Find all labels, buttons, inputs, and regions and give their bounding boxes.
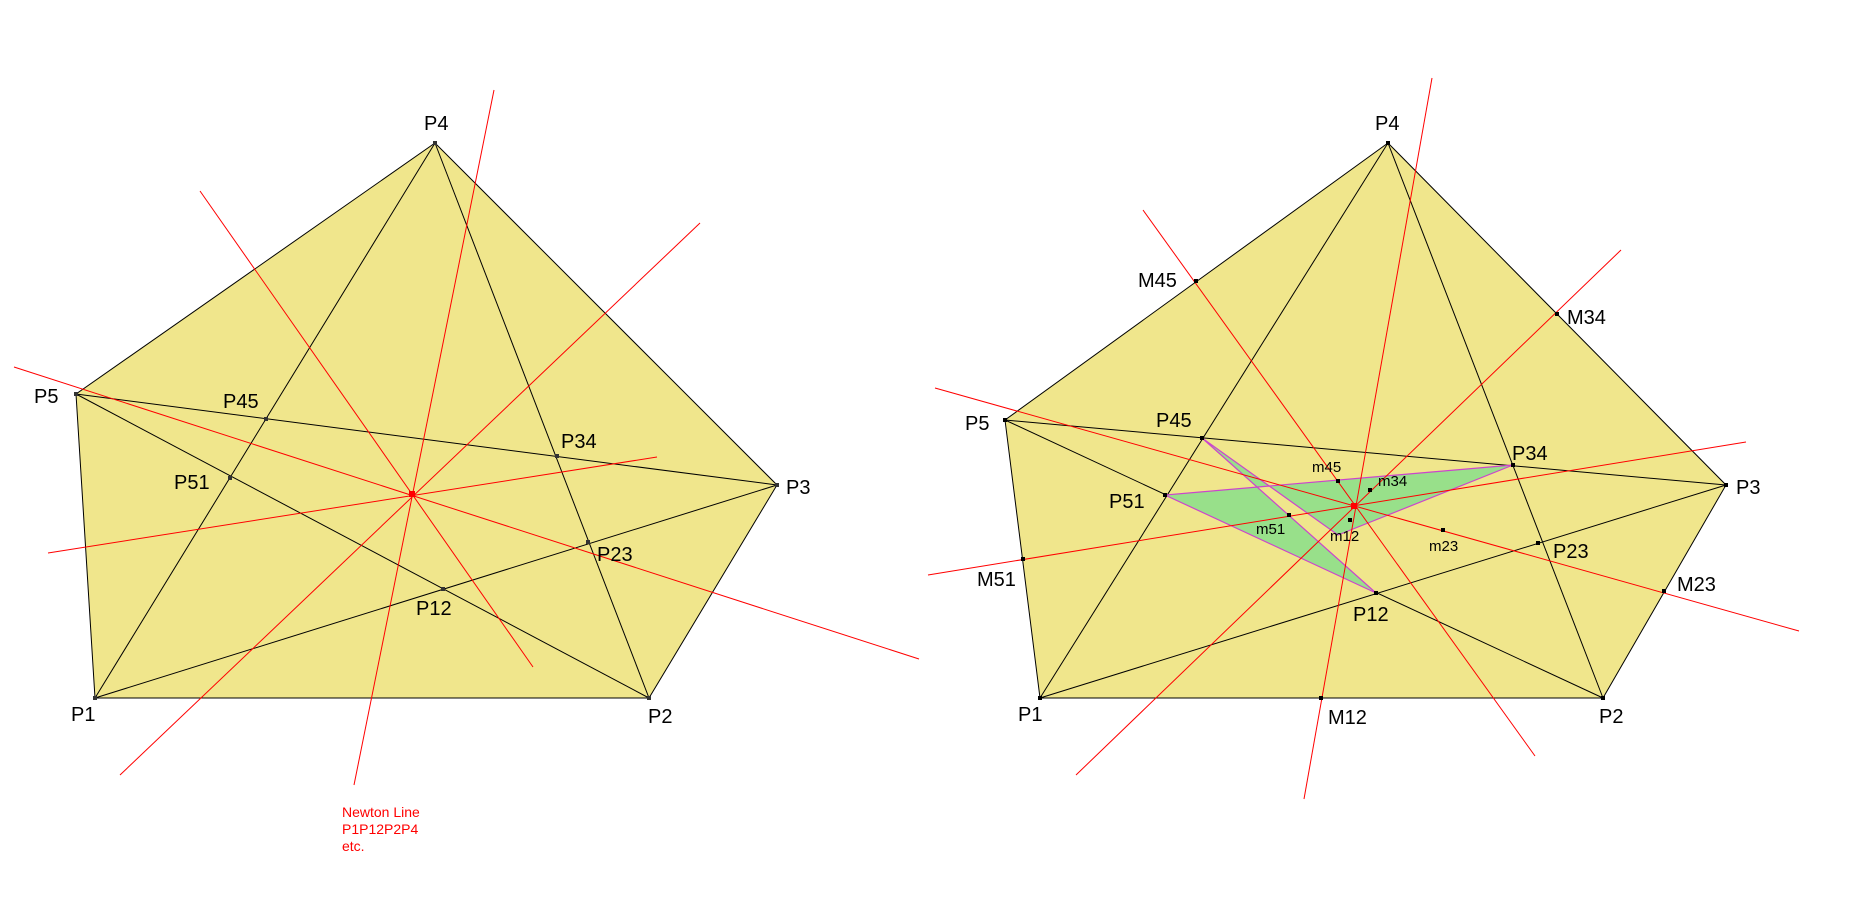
note-line-1: Newton Line	[342, 804, 420, 820]
point-m23	[1662, 589, 1666, 593]
label-p2: P2	[1599, 706, 1623, 728]
newton-line-e	[47, 456, 658, 554]
diagonal-p1-p3	[1039, 484, 1727, 699]
point-p1	[1038, 696, 1042, 700]
point-p45	[264, 417, 268, 421]
point-p1	[93, 696, 97, 700]
label-p3: P3	[1736, 477, 1760, 499]
point-m51-inner	[1287, 513, 1291, 517]
point-p4	[433, 141, 437, 145]
point-p45	[1200, 436, 1204, 440]
label-p4: P4	[424, 113, 448, 135]
point-p23	[1536, 541, 1540, 545]
point-m51	[1021, 557, 1025, 561]
newton-line-c	[119, 222, 701, 776]
point-p23	[586, 540, 590, 544]
label-p34: P34	[1512, 443, 1548, 465]
label-p51: P51	[174, 472, 210, 494]
label-p5: P5	[34, 386, 58, 408]
label-p12: P12	[1353, 604, 1389, 626]
label-p51: P51	[1109, 491, 1145, 513]
label-p3: P3	[786, 477, 810, 499]
note-line-2: P1P12P2P4	[342, 821, 418, 837]
point-m34-inner	[1368, 488, 1372, 492]
newton-line-d	[13, 366, 920, 660]
point-p34	[1511, 463, 1515, 467]
right-points	[1003, 141, 1728, 700]
diagonal-p2-p5	[75, 393, 650, 699]
point-p5	[1003, 418, 1007, 422]
label-m45-inner: m45	[1312, 459, 1341, 476]
label-p34: P34	[561, 431, 597, 453]
label-m12-inner: m12	[1330, 528, 1359, 545]
label-p1: P1	[71, 704, 95, 726]
right-figure: P4 P5 P3 P1 P2 P45 P34 P51 P23 P12 M45 M…	[927, 77, 1800, 800]
newton-line-d	[934, 387, 1800, 632]
point-p34	[555, 454, 559, 458]
label-p23: P23	[1553, 541, 1589, 563]
newton-line-e	[927, 441, 1747, 576]
diagonal-p1-p3	[94, 484, 778, 699]
newton-line-a	[353, 89, 495, 786]
label-m34: M34	[1567, 307, 1606, 329]
point-p12	[441, 587, 445, 591]
point-m12	[1319, 696, 1323, 700]
diagonal-p3-p5	[75, 393, 778, 486]
point-p5	[74, 392, 78, 396]
label-p2: P2	[648, 706, 672, 728]
label-m12: M12	[1328, 707, 1367, 729]
point-p3	[1724, 483, 1728, 487]
left-newton-lines	[13, 89, 920, 786]
point-p2	[1601, 696, 1605, 700]
label-p23: P23	[597, 544, 633, 566]
left-newton-center	[409, 491, 415, 497]
diagonal-p1-p4	[1039, 142, 1389, 699]
label-m23: M23	[1677, 574, 1716, 596]
newton-line-c	[1075, 249, 1622, 776]
right-newton-center	[1351, 503, 1357, 509]
newton-line-b	[199, 190, 534, 668]
label-m34-inner: m34	[1378, 473, 1407, 490]
left-points	[74, 141, 779, 700]
label-p12: P12	[416, 598, 452, 620]
label-p4: P4	[1375, 113, 1399, 135]
point-m45-inner	[1336, 479, 1340, 483]
label-m51: M51	[977, 569, 1016, 591]
left-pentagon	[75, 142, 778, 699]
left-figure: P4 P5 P3 P1 P2 P45 P34 P51 P23 P12 Newto…	[13, 89, 920, 854]
diagonal-p2-p4	[434, 142, 650, 699]
point-m23-inner	[1441, 528, 1445, 532]
point-p51	[1163, 493, 1167, 497]
newton-line-a	[1303, 77, 1433, 800]
newton-line-note: Newton Line P1P12P2P4 etc.	[342, 804, 420, 854]
point-p3	[775, 483, 779, 487]
label-p5: P5	[965, 413, 989, 435]
label-m23-inner: m23	[1429, 538, 1458, 555]
point-m34	[1555, 312, 1559, 316]
point-p51	[228, 476, 232, 480]
label-m51-inner: m51	[1256, 521, 1285, 538]
label-p1: P1	[1018, 704, 1042, 726]
point-p12	[1374, 591, 1378, 595]
point-p4	[1386, 141, 1390, 145]
label-m45: M45	[1138, 270, 1177, 292]
right-labels: P4 P5 P3 P1 P2 P45 P34 P51 P23 P12 M45 M…	[965, 113, 1760, 729]
note-line-3: etc.	[342, 838, 365, 854]
point-m45	[1194, 279, 1198, 283]
label-p45: P45	[223, 391, 259, 413]
diagonal-p2-p4	[1387, 142, 1604, 699]
point-m12-inner	[1348, 518, 1352, 522]
point-p2	[647, 696, 651, 700]
left-labels: P4 P5 P3 P1 P2 P45 P34 P51 P23 P12	[34, 113, 810, 728]
label-p45: P45	[1156, 410, 1192, 432]
